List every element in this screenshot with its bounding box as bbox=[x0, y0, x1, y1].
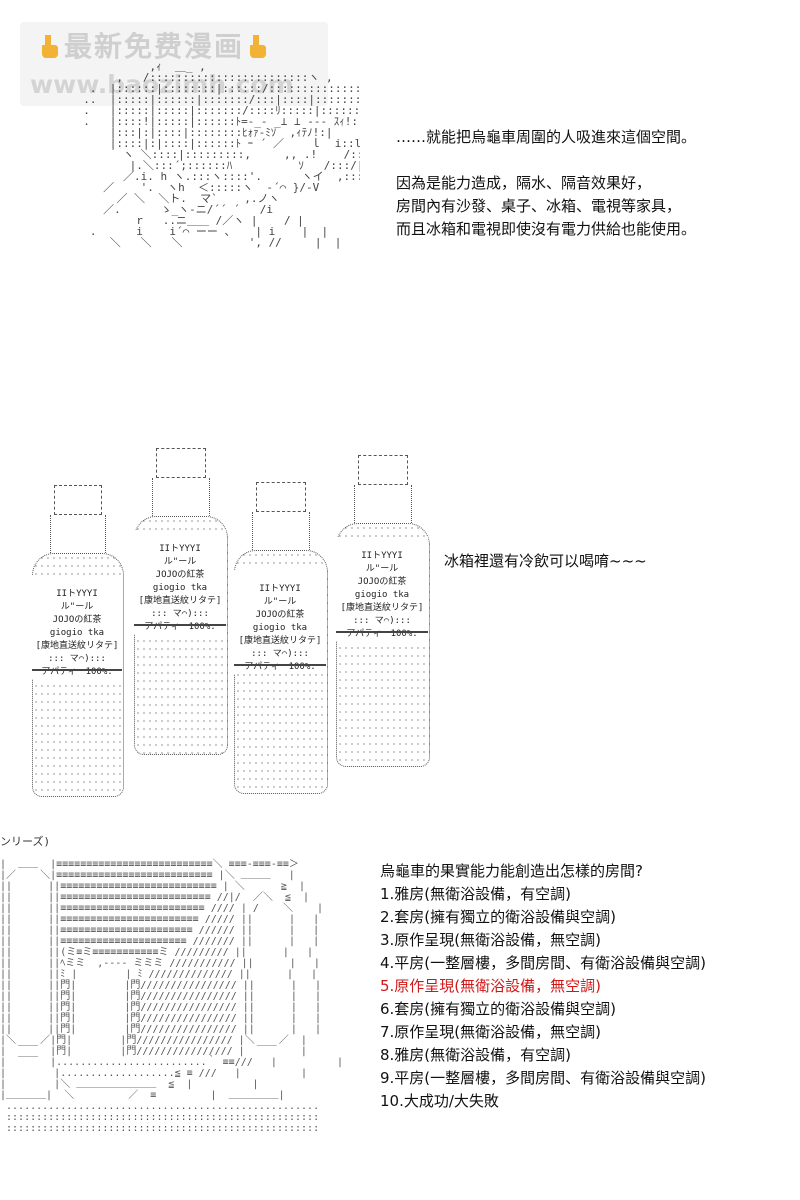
bottle-sub: giogio tka bbox=[152, 583, 208, 593]
ascii-art-character: ,ｨ ＿_ , , /::::::::::::::::::::::::ヽ , .… bbox=[83, 60, 360, 249]
bottle-brand-2: ル"ール bbox=[163, 557, 197, 567]
answer-option-8: 8.雅房(無衛浴設備，有空調) bbox=[380, 1046, 572, 1064]
bottle-brand-2: ル"ール bbox=[60, 602, 94, 612]
bottle-brand-2: ル"ール bbox=[365, 564, 399, 574]
bottle-pct: アパティー100%. bbox=[244, 662, 316, 672]
tea-bottle-2: IIトYYYI ル"ール JOJOの紅茶 giogio tka [康地直送紋リタ… bbox=[134, 448, 228, 755]
watermark-title: 最新免费漫画 bbox=[36, 30, 272, 64]
bottle-tag: [康地直送紋リタテ] bbox=[238, 636, 322, 646]
answer-option-2: 2.套房(擁有獨立的衛浴設備與空調) bbox=[380, 908, 617, 926]
narration-line-1: ……就能把烏龜車周圍的人吸進來這個空間。 bbox=[396, 128, 697, 146]
answer-option-6: 6.套房(擁有獨立的衛浴設備與空調) bbox=[380, 1000, 617, 1018]
watermark-background bbox=[20, 22, 328, 106]
question-title: 烏龜車的果實能力能創造出怎樣的房間? bbox=[380, 862, 643, 880]
bottle-brand-1: IIトYYYI bbox=[159, 544, 201, 554]
answer-option-5: 5.原作呈現(無衛浴設備，無空調) bbox=[380, 977, 602, 995]
bottle-caption: 冰箱裡還有冷飲可以喝唷~~~ bbox=[444, 552, 647, 570]
bottle-sub: giogio tka bbox=[252, 623, 308, 633]
tea-bottle-1: IIトYYYI ル"ール JOJOの紅茶 giogio tka [康地直送紋リタ… bbox=[32, 485, 124, 797]
bottle-name: JOJOの紅茶 bbox=[155, 570, 205, 580]
tea-bottle-3: IIトYYYI ル"ール JOJOの紅茶 giogio tka [康地直送紋リタ… bbox=[234, 482, 328, 794]
bottle-pct: アパティー100%. bbox=[346, 629, 418, 639]
bottle-brand-1: IIトYYYI bbox=[259, 584, 301, 594]
bottle-tag: [康地直送紋リタテ] bbox=[138, 596, 222, 606]
bottle-brand-2: ル"ール bbox=[263, 597, 297, 607]
bottle-dots: ::: マ⌒)::: bbox=[151, 609, 209, 619]
bottle-sub: giogio tka bbox=[49, 628, 105, 638]
bottle-tag: [康地直送紋リタテ] bbox=[35, 641, 119, 651]
bottle-name: JOJOの紅茶 bbox=[255, 610, 305, 620]
narration-line-4: 而且冰箱和電視即使沒有電力供給也能使用。 bbox=[396, 220, 697, 238]
bottle-sub: giogio tka bbox=[354, 590, 410, 600]
answer-option-4: 4.平房(一整層樓，多間房間、有衛浴設備與空調) bbox=[380, 954, 707, 972]
answer-option-1: 1.雅房(無衛浴設備，有空調) bbox=[380, 885, 572, 903]
bottle-dots: ::: マ⌒)::: bbox=[48, 654, 106, 664]
bottle-brand-1: IIトYYYI bbox=[56, 589, 98, 599]
narration-line-2: 因為是能力造成，隔水、隔音效果好， bbox=[396, 174, 652, 192]
bottle-name: JOJOの紅茶 bbox=[52, 615, 102, 625]
corner-label: ンリーズ) bbox=[0, 835, 51, 848]
ascii-art-room: | ＿＿ |≡≡≡≡≡≡≡≡≡≡≡≡≡≡≡≡≡≡≡≡≡≡≡≡≡≡＼ ≡≡≡-≡≡… bbox=[0, 859, 344, 1134]
answer-option-9: 9.平房(一整層樓，多間房間、有衛浴設備與空調) bbox=[380, 1069, 707, 1087]
answer-option-3: 3.原作呈現(無衛浴設備，無空調) bbox=[380, 931, 602, 949]
bottle-dots: ::: マ⌒)::: bbox=[353, 616, 411, 626]
pointing-hand-icon bbox=[250, 35, 267, 58]
answer-option-10: 10.大成功/大失敗 bbox=[380, 1092, 499, 1110]
watermark-url: www.baozimh.com bbox=[30, 70, 294, 99]
answer-options-list: 1.雅房(無衛浴設備，有空調) 2.套房(擁有獨立的衛浴設備與空調) 3.原作呈現(… bbox=[380, 883, 706, 1113]
bottle-name: JOJOの紅茶 bbox=[357, 577, 407, 587]
bottle-pct: アパティー100%. bbox=[144, 622, 216, 632]
bottle-dots: ::: マ⌒)::: bbox=[251, 649, 309, 659]
bottle-tag: [康地直送紋リタテ] bbox=[340, 603, 424, 613]
watermark-line1: 最新免费漫画 bbox=[64, 30, 245, 63]
narration-line-3: 房間內有沙發、桌子、冰箱、電視等家具， bbox=[396, 197, 682, 215]
answer-option-7: 7.原作呈現(無衛浴設備，無空調) bbox=[380, 1023, 602, 1041]
pointing-hand-icon bbox=[42, 35, 58, 58]
bottle-pct: アパティー100%. bbox=[41, 667, 113, 677]
tea-bottle-4: IIトYYYI ル"ール JOJOの紅茶 giogio tka [康地直送紋リタ… bbox=[336, 455, 430, 767]
bottle-brand-1: IIトYYYI bbox=[361, 551, 403, 561]
